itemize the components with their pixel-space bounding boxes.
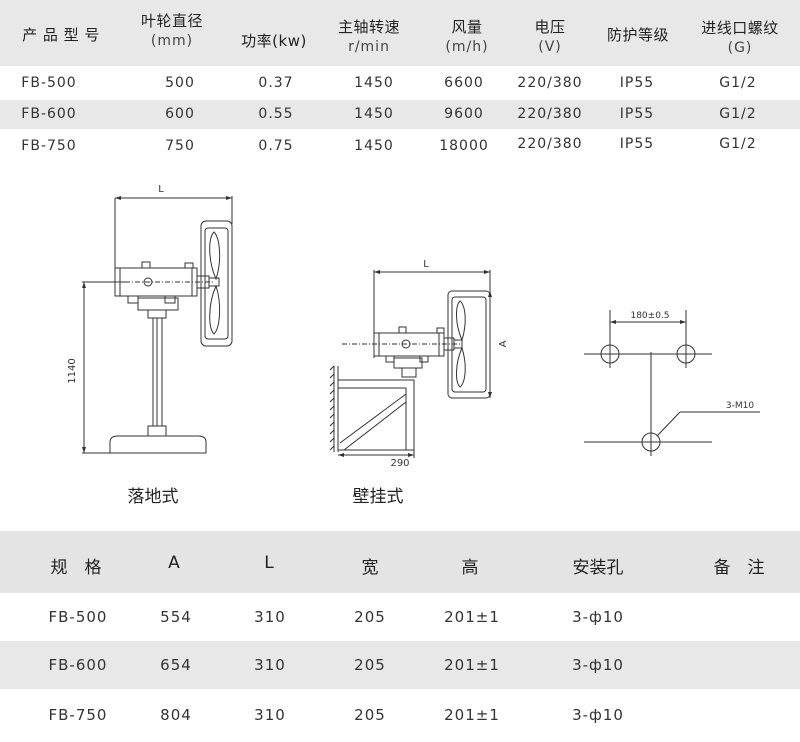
spec-cell: IP55 bbox=[619, 75, 655, 91]
size-cell: 804 bbox=[160, 706, 192, 724]
size-row: FB-500 554 310 205 201±1 3-ф10 bbox=[0, 593, 800, 641]
floor-fan-drawing: L 1140 bbox=[67, 184, 233, 454]
spec-header-thread: 进线口螺纹 bbox=[701, 19, 779, 37]
spec-cell: 600 bbox=[165, 106, 195, 122]
spec-header-model: 产 品 型 号 bbox=[22, 26, 100, 44]
spec-row: FB-600 600 0.55 1450 9600 220/380 IP55 G… bbox=[0, 100, 800, 129]
size-header-holes: 安装孔 bbox=[572, 558, 624, 578]
size-cell: 310 bbox=[254, 706, 286, 724]
spec-cell: 9600 bbox=[444, 106, 484, 122]
spec-header-power: 功率(kw) bbox=[241, 32, 307, 50]
installation-drawings: L 1140 落地式 bbox=[67, 184, 760, 507]
spec-cell: IP55 bbox=[619, 136, 655, 152]
size-header-model: 规 格 bbox=[50, 558, 102, 578]
wall-dim-l: L bbox=[423, 259, 429, 270]
spec-cell: 220/380 bbox=[517, 106, 583, 122]
size-cell: FB-600 bbox=[48, 656, 108, 674]
size-table-header: 规 格 A L 宽 高 安装孔 备 注 bbox=[0, 531, 800, 593]
spec-cell: IP55 bbox=[619, 106, 655, 122]
size-header-width: 宽 bbox=[361, 558, 379, 578]
spec-cell: 0.37 bbox=[258, 75, 294, 91]
size-row: FB-750 804 310 205 201±1 3-ф10 bbox=[0, 691, 800, 739]
size-header-l: L bbox=[264, 553, 274, 573]
spec-header-speed-unit: r/min bbox=[348, 39, 390, 55]
spec-row: FB-750 750 0.75 1450 18000 220/380 IP55 … bbox=[0, 131, 800, 160]
spec-cell: 1450 bbox=[354, 138, 394, 154]
bolt-label: 3-M10 bbox=[726, 401, 754, 411]
spec-cell: G1/2 bbox=[719, 106, 757, 122]
mounting-hole-pattern: 180±0.5 3-M10 bbox=[584, 310, 760, 456]
size-cell: 3-ф10 bbox=[572, 608, 624, 626]
spec-cell: G1/2 bbox=[719, 136, 757, 152]
wall-dim-a: A bbox=[498, 340, 509, 347]
spec-header-protection: 防护等级 bbox=[606, 26, 669, 44]
spec-table-header: 产 品 型 号 叶轮直径 (mm) 功率(kw) 主轴转速 r/min 风量 (… bbox=[0, 0, 800, 66]
size-cell: 310 bbox=[254, 656, 286, 674]
spec-header-speed: 主轴转速 bbox=[337, 18, 400, 36]
size-cell: 201±1 bbox=[444, 608, 500, 626]
spec-cell: 18000 bbox=[439, 138, 489, 154]
spec-cell: 750 bbox=[165, 138, 195, 154]
spec-cell: G1/2 bbox=[719, 75, 757, 91]
spec-cell: FB-600 bbox=[21, 106, 77, 122]
floor-caption: 落地式 bbox=[128, 487, 179, 507]
size-cell: 3-ф10 bbox=[572, 706, 624, 724]
size-cell: 3-ф10 bbox=[572, 656, 624, 674]
spec-cell: 1450 bbox=[354, 106, 394, 122]
hole-spacing-label: 180±0.5 bbox=[630, 311, 669, 321]
spec-cell: 220/380 bbox=[517, 136, 583, 152]
size-header-notes: 备 注 bbox=[713, 558, 765, 578]
spec-cell: 220/380 bbox=[517, 75, 583, 91]
size-cell: 201±1 bbox=[444, 706, 500, 724]
size-cell: 205 bbox=[354, 706, 386, 724]
size-cell: 205 bbox=[354, 656, 386, 674]
spec-header-thread-unit: (G) bbox=[727, 40, 753, 56]
size-header-height: 高 bbox=[461, 558, 479, 578]
spec-cell: 1450 bbox=[354, 75, 394, 91]
size-header-a: A bbox=[168, 553, 180, 573]
floor-dim-height: 1140 bbox=[67, 358, 78, 383]
size-row: FB-600 654 310 205 201±1 3-ф10 bbox=[0, 641, 800, 689]
spec-header-voltage-unit: (V) bbox=[538, 39, 562, 55]
wall-dim-base: 290 bbox=[390, 458, 409, 469]
spec-header-diameter: 叶轮直径 bbox=[140, 12, 203, 30]
size-cell: 205 bbox=[354, 608, 386, 626]
wall-caption: 壁挂式 bbox=[353, 487, 404, 507]
size-cell: 201±1 bbox=[444, 656, 500, 674]
floor-dim-l: L bbox=[158, 184, 164, 195]
spec-cell: 0.55 bbox=[258, 106, 294, 122]
size-cell: 310 bbox=[254, 608, 286, 626]
spec-cell: 6600 bbox=[444, 75, 484, 91]
wall-fan-drawing: L A bbox=[329, 259, 509, 469]
size-cell: FB-500 bbox=[48, 608, 108, 626]
spec-row: FB-500 500 0.37 1450 6600 220/380 IP55 G… bbox=[0, 69, 800, 98]
size-cell: 554 bbox=[160, 608, 192, 626]
spec-cell: FB-750 bbox=[21, 138, 77, 154]
spec-header-airflow: 风量 bbox=[451, 18, 483, 36]
spec-header-diameter-unit: (mm) bbox=[150, 33, 194, 49]
size-cell: 654 bbox=[160, 656, 192, 674]
spec-cell: FB-500 bbox=[21, 75, 77, 91]
spec-header-airflow-unit: (m/h) bbox=[445, 39, 489, 55]
spec-cell: 0.75 bbox=[258, 138, 294, 154]
spec-header-voltage: 电压 bbox=[534, 18, 566, 36]
spec-cell: 500 bbox=[165, 75, 195, 91]
size-cell: FB-750 bbox=[48, 706, 108, 724]
